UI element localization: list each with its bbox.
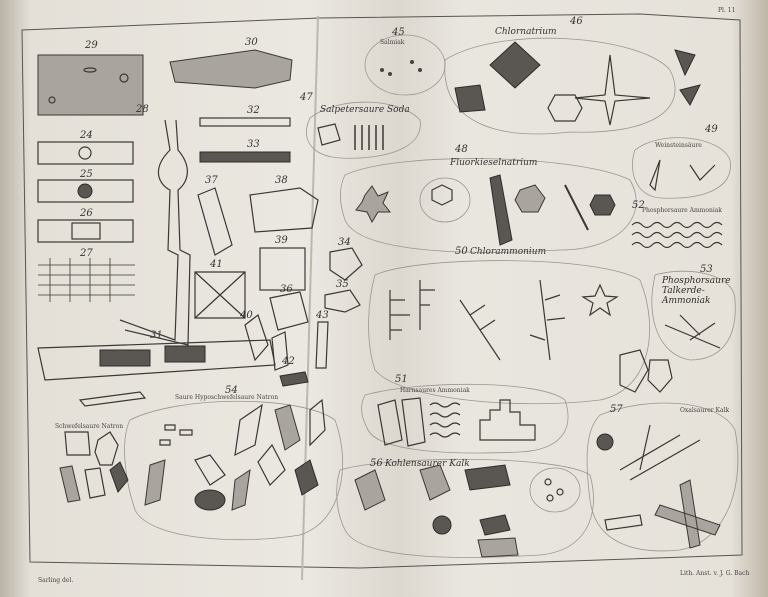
caption: Harnsaures Ammoniak (400, 387, 470, 394)
figure-number: 39 (275, 235, 288, 246)
figure-number: 37 (205, 175, 218, 186)
plate-border (21, 13, 743, 569)
figure-number: 25 (79, 169, 93, 180)
figure-54b-schwefelsaure-natron: Schwefelsaure Natron (55, 423, 129, 503)
caption: Kohlensaurer Kalk (384, 459, 470, 469)
figure-number: 27 (79, 248, 93, 259)
figure-number: 38 (275, 175, 288, 186)
figure-number: 35 (336, 279, 349, 290)
figure-57-oxalsaurer-kalk: 57 Oxalsaurer Kalk (586, 402, 739, 552)
figure-29: 29 (37, 40, 144, 116)
figure-26: 26 (37, 208, 134, 243)
figure-number: 57 (610, 404, 623, 415)
figure-46-chlornatrium: 46 Chlornatrium (444, 16, 701, 135)
figure-number: 33 (247, 139, 260, 150)
figure-number: 28 (135, 104, 149, 115)
figure-27: 27 (38, 248, 135, 302)
figure-56-kohlensaurer-kalk: 56 Kohlensaurer Kalk (336, 458, 594, 558)
figures-37-43: 37 38 39 41 36 40 42 43 (194, 175, 329, 387)
figure-number: 24 (79, 130, 93, 141)
figure-number: 34 (338, 237, 351, 248)
figure-54-hyposchwefelsaure-natron: 54 Saure Hyposchwefelsaure Natron (124, 385, 343, 541)
caption-53-phosphorsaure-talkerde: Phosphorsaure Talkerde-Ammoniak (662, 276, 731, 306)
figures-34-35: 34 35 (324, 237, 363, 313)
figure-number: 30 (245, 37, 258, 48)
caption: Salpetersaure Soda (320, 105, 410, 115)
figure-50-chlorammonium: 50 Chlorammonium (368, 246, 673, 405)
figure-number: 40 (239, 310, 253, 321)
footer-artist-credit: Sarling del. (38, 577, 73, 584)
figure-number: 31 (150, 330, 163, 341)
figure-number: 41 (209, 259, 223, 270)
figure-number: 52 (632, 200, 645, 211)
figure-number: 53 (700, 264, 713, 275)
caption: Weinsteinsäure (655, 142, 702, 149)
caption: Schwefelsaure Natron (55, 423, 123, 430)
figure-number: 56 (370, 458, 383, 469)
caption: Phosphorsaure Ammoniak (642, 207, 722, 214)
figure-30: 30 (169, 37, 293, 89)
figure-number: 46 (569, 16, 583, 27)
figure-49-weinsteinsaeure: 49 Weinsteinsäure (632, 124, 731, 199)
figure-number: 51 (395, 374, 408, 385)
figure-number: 32 (247, 105, 260, 116)
figure-48-fluorkieselnatrium: 48 Fluorkieselnatrium (340, 144, 637, 253)
footer-printer-credit: Lith. Anst. v. J. G. Bach (680, 570, 749, 577)
figure-31: 31 (37, 330, 276, 407)
figure-number: 42 (281, 356, 295, 367)
caption: Oxalsaurer Kalk (680, 407, 729, 414)
figure-number: 48 (454, 144, 468, 155)
figure-number: 43 (315, 310, 329, 321)
caption: Chlornatrium (495, 27, 557, 37)
figure-number: 26 (79, 208, 93, 219)
figure-53-phosphorsaure-talkerde: 53 (651, 264, 736, 361)
figure-number: 29 (84, 40, 98, 51)
figure-51-harnsaures-ammoniak: 51 Harnsaures Ammoniak (361, 374, 569, 454)
figure-number: 45 (391, 27, 405, 38)
figure-47-salpetersaure-soda: 47 Salpetersaure Soda (299, 92, 421, 159)
caption: Salmiak (380, 39, 405, 46)
figure-52-phosphorsaure-ammoniak: 52 Phosphorsaure Ammoniak (631, 200, 723, 249)
figure-45-salmiak: 45 Salmiak (364, 27, 446, 96)
figure-24: 24 (37, 130, 134, 165)
caption: Chlorammonium (470, 247, 546, 257)
caption: Fluorkieselnatrium (449, 158, 537, 168)
plate-number: Pl. 11 (718, 7, 735, 14)
figure-number: 54 (225, 385, 238, 396)
figure-number: 47 (299, 92, 313, 103)
figure-number: 50 (455, 246, 468, 257)
figure-number: 36 (280, 284, 293, 295)
figure-number: 49 (704, 124, 718, 135)
figure-32-33: 32 33 (199, 105, 291, 163)
figure-28: 28 (119, 104, 191, 346)
caption: Saure Hyposchwefelsaure Natron (175, 394, 278, 401)
figure-25: 25 (37, 169, 134, 203)
